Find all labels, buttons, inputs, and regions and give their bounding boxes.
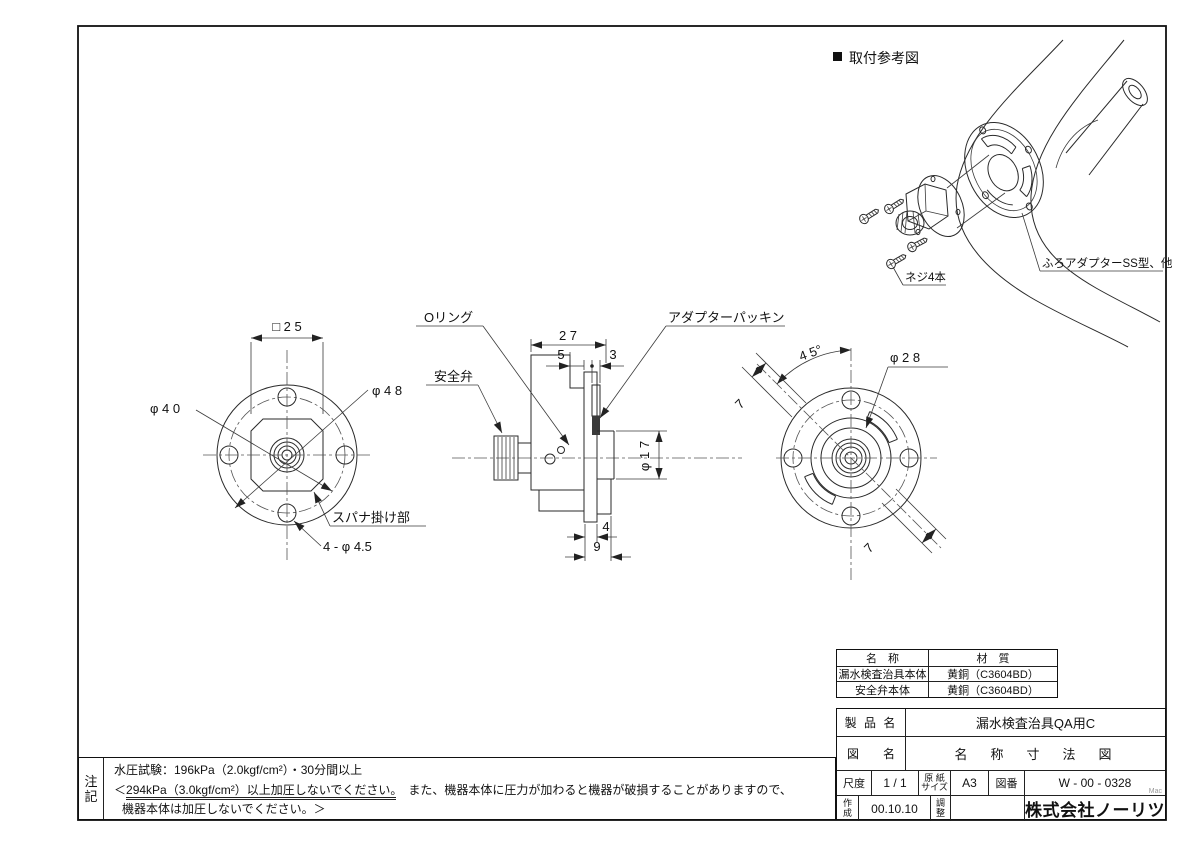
note-line-2-underlined: 294kPa（3.0kgf/cm²）以上加圧しないでください。 [126,782,397,800]
paper-size-value: A3 [951,771,989,795]
dim-4: 4 [602,519,609,534]
jig-isometric [895,154,1006,237]
dim-square25: □ 2 5 [272,319,302,334]
dim-3: 3 [609,347,616,362]
paper-size-label-line2: サイズ [921,782,948,792]
valve-label: 安全弁 [434,369,473,384]
dim-7-upper: 7 [732,396,748,412]
created-label-line2: 成 [842,807,852,818]
bath-adapter-flange [964,122,1044,218]
paper-size-label: 原 紙 サイズ [919,771,951,795]
note-line-2: ＜294kPa（3.0kgf/cm²）以上加圧しないでください。 また、機器本体… [114,781,825,801]
note-line-2-rest: また、機器本体に圧力が加わると機器が破損することがありますので、 [396,782,792,797]
scale-value: 1 / 1 [872,771,919,795]
dim-7-lower: 7 [861,540,877,556]
dim-phi28: φ 2 8 [890,350,920,365]
screws-label: ネジ4本 [905,270,946,284]
material-table: 名 称 材 質 漏水検査治具本体 黄銅（C3604BD） 安全弁本体 黄銅（C3… [836,649,1058,698]
created-label-line1: 作 [842,798,852,808]
adjust-label: 調 整 [931,796,951,821]
adapter-label: ふろアダプターSS型、他 [1042,256,1173,270]
adjust-label-line2: 整 [935,807,945,818]
dim-9: 9 [593,539,600,554]
rear-view: 4 5° φ 2 8 7 7 [732,342,948,580]
spanner-flat-outline [250,418,324,492]
notes-label-line1: 注 [84,773,98,789]
oring-section [557,446,565,454]
part-name: 漏水検査治具本体 [837,667,929,681]
product-name-label: 製 品 名 [837,709,906,736]
part-material: 黄銅（C3604BD） [947,669,1039,681]
drawing-name-label: 図 名 [837,737,906,770]
tub-wall-outline [955,39,1129,348]
scale-label: 尺度 [837,771,872,795]
created-label: 作 成 [837,796,859,821]
jig-body [905,183,949,230]
material-table-header-name: 名 称 [837,650,929,666]
dim-phi48: φ 4 8 [372,383,402,398]
note-line-2-prefix: ＜ [114,782,127,797]
note-line-3: 機器本体は加圧しないでください。＞ [122,802,326,816]
dim-phi17: φ 1 7 [637,441,652,471]
table-row: 漏水検査治具本体 黄銅（C3604BD） [837,667,1057,682]
notes-label: 注 記 [79,758,104,819]
notes-body: 水圧試験：196kPa（2.0kgf/cm²）・30分間以上 ＜294kPa（3… [104,758,835,819]
notes-box: 注 記 水圧試験：196kPa（2.0kgf/cm²）・30分間以上 ＜294k… [78,757,836,820]
packing-label: アダプターパッキン [668,310,784,325]
company-name: 株式会社ノーリツ [1025,801,1165,820]
front-view: □ 2 5 φ 4 0 φ 4 8 スパナ掛け部 4 - φ 4.5 [150,319,426,560]
drawing-number-text: W - 00 - 0328 [1058,776,1132,790]
drawing-name-value: 名 称 寸 法 図 [954,747,1117,762]
screws [859,198,928,270]
adjust-value [951,796,1025,821]
material-table-header-material: 材 質 [976,653,1010,665]
created-date: 00.10.10 [859,796,931,821]
table-row: 安全弁本体 黄銅（C3604BD） [837,682,1057,697]
note-line-1: 水圧試験：196kPa（2.0kgf/cm²）・30分間以上 [114,763,363,777]
drawing-number-label: 図番 [989,771,1025,795]
part-name: 安全弁本体 [837,682,929,697]
pipe-end [1122,77,1148,107]
sheet-border [77,25,1167,821]
holes-label: 4 - φ 4.5 [323,539,372,554]
mac-note: Mac [1148,788,1162,795]
title-block: 製 品 名 漏水検査治具QA用C 図 名 名 称 寸 法 図 尺度 1 / 1 … [836,708,1166,821]
reference-title-bullet [833,52,842,61]
part-material: 黄銅（C3604BD） [947,684,1039,697]
reference-view: 取付参考図 [833,39,1173,348]
drawing-number-value: W - 00 - 0328 Mac [1025,771,1165,795]
adjust-label-line1: 調 [935,798,945,808]
product-name-value: 漏水検査治具QA用C [975,716,1096,731]
tub-wall-outline [1030,39,1161,323]
dim-45deg: 4 5° [797,342,824,364]
jig-backing-flange [917,175,965,237]
dim-5: 5 [557,347,564,362]
adapter-packing-section [592,416,600,435]
notes-label-line2: 記 [84,788,98,804]
section-view: 2 7 5 3 φ 1 7 4 9 Oリング 安全弁 アダプターパ [416,310,785,561]
oring-label: Oリング [424,310,473,325]
reference-title: 取付参考図 [849,50,919,66]
dim-phi40: φ 4 0 [150,401,180,416]
flange-plate-section [583,371,598,523]
jig-threaded-nose [895,210,925,236]
jig-body-section [530,354,585,491]
dim-27: 2 7 [559,328,577,343]
paper-size-label-line1: 原 紙 [924,772,945,783]
spanner-label: スパナ掛け部 [332,510,410,525]
